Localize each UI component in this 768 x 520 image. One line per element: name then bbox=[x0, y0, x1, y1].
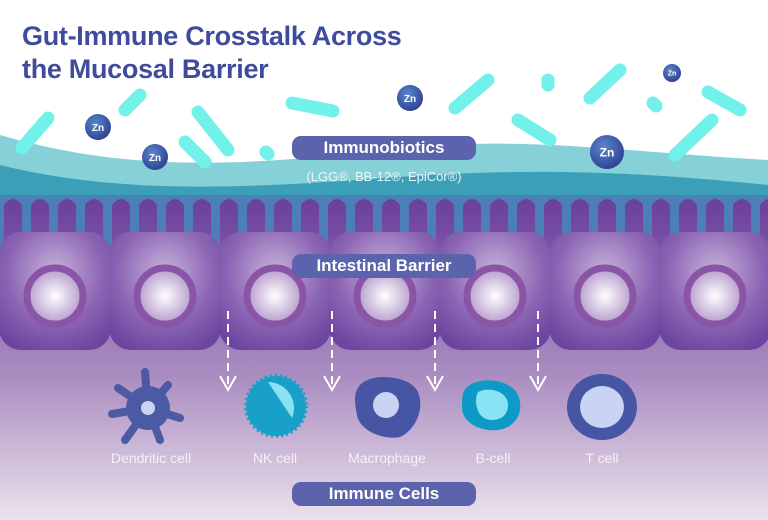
b-cell-label: B-cell bbox=[475, 450, 511, 466]
nk-cell-icon bbox=[244, 374, 308, 438]
nucleus bbox=[243, 264, 307, 328]
zinc-label: Zn bbox=[600, 146, 615, 160]
zinc-label: Zn bbox=[404, 94, 416, 105]
macrophage-icon bbox=[355, 376, 421, 438]
nucleus bbox=[463, 264, 527, 328]
bacterium bbox=[583, 63, 627, 105]
bacterium bbox=[448, 73, 495, 115]
macrophage-label: Macrophage bbox=[348, 450, 426, 466]
zinc-icon bbox=[397, 85, 423, 111]
arrowhead-icon bbox=[323, 375, 341, 393]
bacterium bbox=[668, 113, 719, 162]
zinc-label: Zn bbox=[668, 71, 677, 78]
b-cell-icon bbox=[462, 380, 521, 431]
arrowhead-icon bbox=[529, 375, 547, 393]
bacterium bbox=[259, 145, 275, 161]
title-line-1: Gut-Immune Crosstalk Across bbox=[22, 21, 402, 51]
arrowhead-icon bbox=[219, 375, 237, 393]
zinc-label: Zn bbox=[92, 123, 104, 134]
arrowhead-icon bbox=[426, 375, 444, 393]
bacterium bbox=[285, 96, 340, 118]
bacterium bbox=[191, 105, 235, 157]
zinc-icon bbox=[663, 64, 681, 82]
immune-cells-label: Immune Cells bbox=[292, 482, 476, 506]
nucleus bbox=[133, 264, 197, 328]
bacterium bbox=[646, 96, 663, 113]
title-line-2: the Mucosal Barrier bbox=[22, 54, 269, 84]
zinc-icon bbox=[85, 114, 111, 140]
nucleus bbox=[23, 264, 87, 328]
bacterium bbox=[178, 135, 212, 169]
intestinal-barrier-label: Intestinal Barrier bbox=[292, 254, 476, 278]
immunobiotics-label: Immunobiotics bbox=[292, 136, 476, 160]
dendritic-cell-label: Dendritic cell bbox=[110, 450, 192, 466]
zinc-icon bbox=[590, 135, 624, 169]
page-title: Gut-Immune Crosstalk Across the Mucosal … bbox=[22, 20, 402, 86]
bacterium bbox=[511, 113, 557, 147]
bacterium bbox=[701, 85, 747, 117]
dendritic-cell-icon bbox=[108, 368, 184, 444]
nk-cell-label: NK cell bbox=[252, 450, 298, 466]
zinc-label: Zn bbox=[149, 153, 161, 164]
nucleus bbox=[683, 264, 747, 328]
signal-arrows bbox=[219, 311, 547, 393]
bacterium bbox=[118, 88, 147, 117]
immunobiotics-strains: (LGG®, BB-12®, EpiCor®) bbox=[306, 169, 462, 184]
epithelial-cells bbox=[0, 232, 768, 350]
zinc-icon bbox=[142, 144, 168, 170]
bacterium bbox=[15, 111, 55, 155]
t-cell-label: T cell bbox=[585, 450, 619, 466]
nucleus bbox=[573, 264, 637, 328]
mucus-light-layer bbox=[0, 135, 768, 187]
t-cell-icon bbox=[567, 374, 637, 440]
bacteria bbox=[15, 63, 747, 169]
